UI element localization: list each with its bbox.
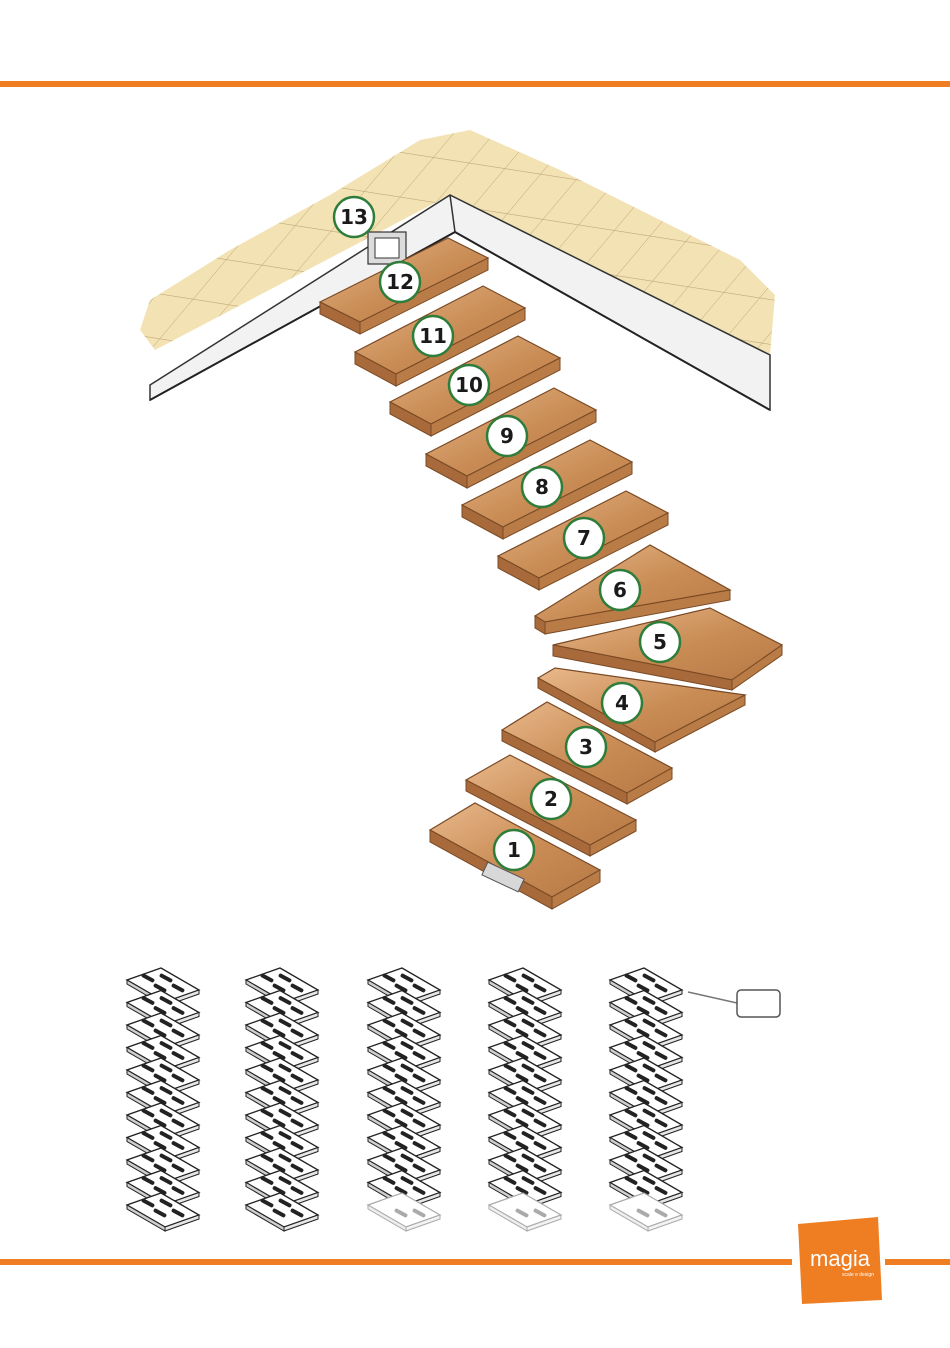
bracket-plate-stacks	[0, 950, 950, 1240]
step-number-5: 5	[653, 630, 667, 654]
top-wall-bracket	[368, 232, 406, 264]
step-number-9: 9	[500, 424, 514, 448]
plate-stack-2	[246, 968, 318, 1231]
logo-wordmark: magia	[810, 1246, 871, 1271]
step-marker-9: 9	[487, 416, 527, 456]
step-marker-11: 11	[413, 316, 453, 356]
step-marker-10: 10	[449, 365, 489, 405]
step-number-7: 7	[577, 526, 591, 550]
step-marker-8: 8	[522, 467, 562, 507]
step-number-8: 8	[535, 475, 549, 499]
plate-stack-5	[610, 968, 682, 1231]
top-orange-rule	[0, 81, 950, 87]
step-number-10: 10	[455, 373, 483, 397]
step-number-1: 1	[507, 838, 521, 862]
plate-stacks-group	[127, 968, 682, 1231]
step-number-2: 2	[544, 787, 558, 811]
plate-stack-4	[489, 968, 561, 1231]
step-number-11: 11	[419, 324, 447, 348]
step-number-4: 4	[615, 691, 629, 715]
callout-box	[737, 990, 780, 1017]
step-marker-2: 2	[531, 779, 571, 819]
step-marker-4: 4	[602, 683, 642, 723]
plate-stack-1	[127, 968, 199, 1231]
step-marker-5: 5	[640, 622, 680, 662]
step-marker-1: 1	[494, 830, 534, 870]
step-number-13: 13	[340, 205, 368, 229]
step-number-6: 6	[613, 578, 627, 602]
step-marker-3: 3	[566, 727, 606, 767]
step-number-3: 3	[579, 735, 593, 759]
bottom-orange-rule-left	[0, 1259, 792, 1265]
logo-tagline: scale e design	[842, 1272, 874, 1278]
step-number-12: 12	[386, 270, 414, 294]
plate-stack-3	[368, 968, 440, 1231]
step-marker-13: 13	[334, 197, 374, 237]
staircase-diagram: 13 12 11 10 9 8 7 6 5 4 3 2 1	[0, 100, 950, 940]
step-marker-7: 7	[564, 518, 604, 558]
step-marker-12: 12	[380, 262, 420, 302]
callout	[688, 990, 780, 1017]
bottom-orange-rule-right	[885, 1259, 950, 1265]
step-marker-6: 6	[600, 570, 640, 610]
magia-logo: magia scale e design	[790, 1212, 890, 1312]
